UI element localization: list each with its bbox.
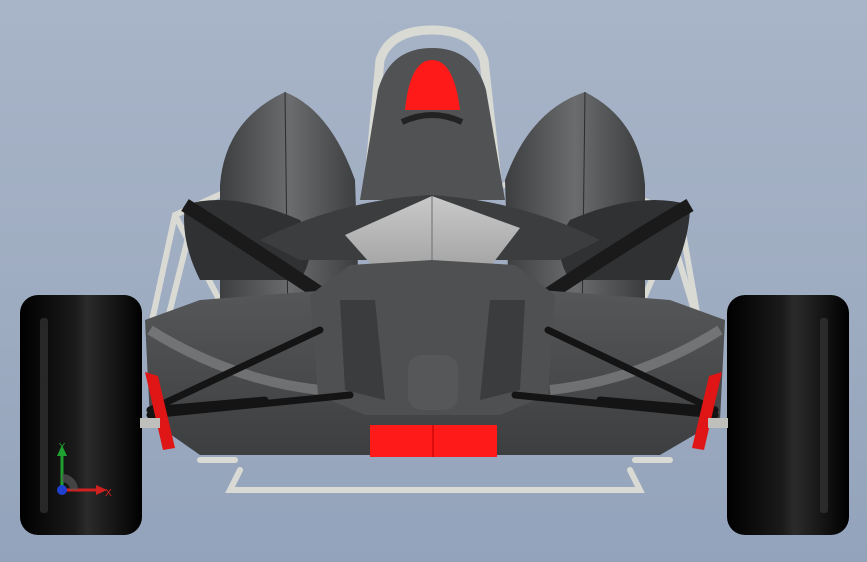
nose-tip <box>408 355 458 410</box>
front-suspension <box>146 326 719 419</box>
headrest-accent <box>405 60 460 110</box>
side-light-right <box>692 372 722 450</box>
roll-hoop <box>363 25 503 191</box>
tire-right <box>727 295 849 535</box>
coordinate-triad-icon: X Y <box>50 440 120 510</box>
headrest <box>360 48 505 200</box>
x-axis-label: X <box>105 488 112 499</box>
tire-left <box>20 295 142 535</box>
y-axis-label: Y <box>59 442 66 453</box>
side-light-left <box>145 372 175 450</box>
